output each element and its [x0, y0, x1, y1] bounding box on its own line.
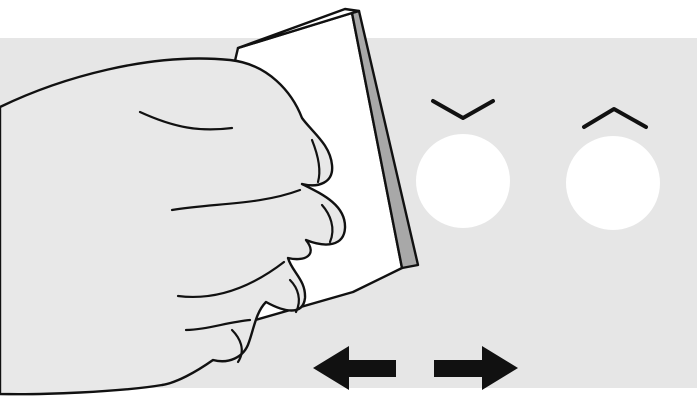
chevron-up-icon [582, 107, 648, 129]
down-button [416, 134, 510, 228]
finger-crease-3 [184, 318, 252, 332]
hand [0, 57, 347, 396]
up-button [566, 136, 660, 230]
arrow-left-icon [313, 346, 396, 390]
fingernail-middle [320, 203, 334, 244]
fingernail-ring [288, 278, 300, 314]
fingernail-little [230, 328, 243, 364]
knuckle-line [138, 110, 234, 131]
finger-crease-1 [170, 188, 302, 212]
fingernail-index [310, 138, 321, 184]
sponge-top-edge [236, 7, 361, 50]
finger-crease-2 [176, 260, 286, 299]
arrow-right-icon [434, 346, 518, 390]
chevron-down-icon [431, 99, 495, 120]
hand-shape [0, 57, 347, 396]
